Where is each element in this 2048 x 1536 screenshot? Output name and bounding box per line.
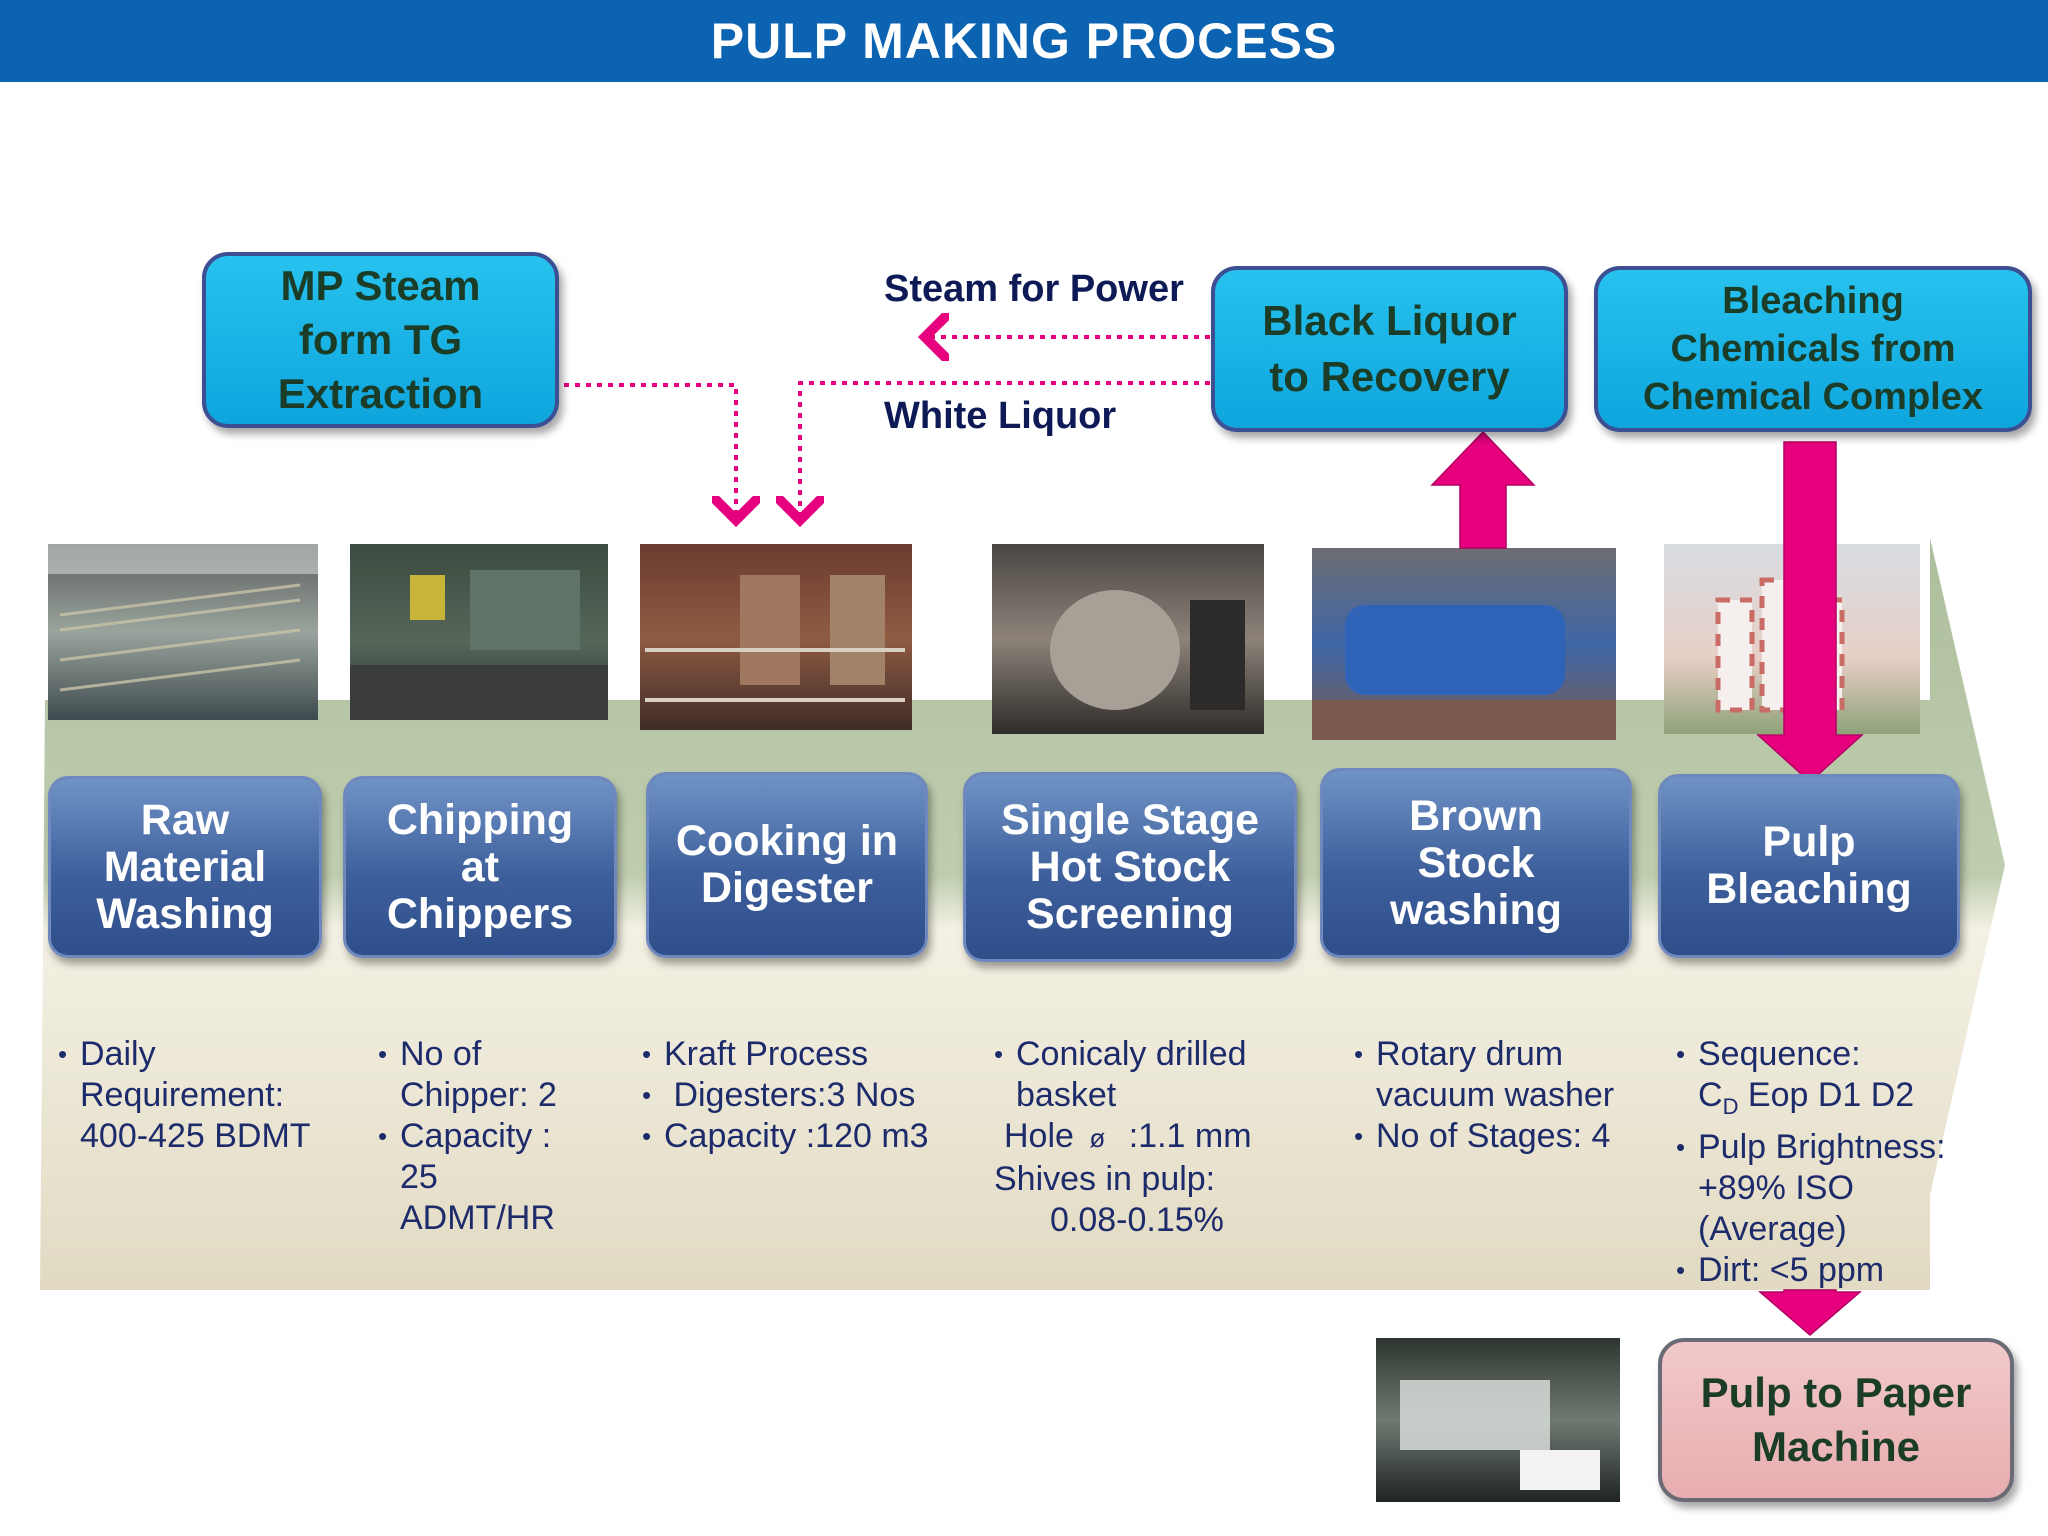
step-label: Brown Stock washing xyxy=(1389,791,1563,934)
title-bar: PULP MAKING PROCESS xyxy=(0,0,2048,82)
bleaching-sequence: CD Eop D1 D2 xyxy=(1698,1076,1915,1119)
step-label: Chipping at Chippers xyxy=(386,795,574,938)
photo-screening xyxy=(992,544,1264,734)
spec-continuation: (Average) xyxy=(1698,1209,1847,1248)
step-chipping: Chipping at Chippers xyxy=(343,776,617,958)
white-liquor-label: White Liquor xyxy=(884,395,1117,437)
spec-item: Daily xyxy=(58,1034,318,1075)
photo-chipping xyxy=(350,544,608,720)
spec-continuation: basket xyxy=(1016,1076,1117,1114)
photo-paper-machine xyxy=(1376,1338,1620,1502)
photo-raw-material-washing xyxy=(48,544,318,720)
bleaching-chemicals-box: Bleaching Chemicals from Chemical Comple… xyxy=(1594,266,2032,432)
photo-digester xyxy=(640,544,912,730)
mp-steam-label: MP Steam form TG Extraction xyxy=(277,262,484,417)
step-label: Single Stage Hot Stock Screening xyxy=(1000,795,1260,938)
spec-item: Pulp Brightness: xyxy=(1676,1127,1976,1168)
specs-screening: Conicaly drilled basket Hole ø :1.1 mm S… xyxy=(994,1034,1304,1241)
specs-washing: Daily Requirement: 400-425 BDMT xyxy=(58,1034,318,1157)
black-liquor-box: Black Liquor to Recovery xyxy=(1211,266,1568,432)
steam-for-power-label: Steam for Power xyxy=(884,268,1184,310)
spec-item: Conicaly drilled xyxy=(994,1034,1304,1075)
spec-item: Digesters:3 Nos xyxy=(642,1075,962,1116)
spec-continuation: Chipper: 2 xyxy=(400,1076,557,1114)
bleaching-chemicals-down-arrow xyxy=(1756,441,1864,784)
spec-item: Dirt: <5 ppm xyxy=(1676,1250,1976,1291)
spec-continuation: 400-425 BDMT xyxy=(80,1117,311,1155)
step-label: Cooking in Digester xyxy=(675,817,899,912)
spec-continuation: +89% ISO xyxy=(1698,1168,1854,1207)
mp-steam-box: MP Steam form TG Extraction xyxy=(202,252,559,428)
spec-continuation: ADMT/HR xyxy=(400,1199,555,1237)
white-liquor-flow-line xyxy=(800,381,1210,520)
specs-chipping: No of Chipper: 2 Capacity : 25 ADMT/HR xyxy=(378,1034,618,1239)
specs-cooking: Kraft Process Digesters:3 Nos Capacity :… xyxy=(642,1034,962,1157)
specs-bleaching: Sequence: CD Eop D1 D2 Pulp Brightness: … xyxy=(1676,1034,1976,1291)
step-pulp-bleaching: Pulp Bleaching xyxy=(1658,774,1960,958)
specs-brown-stock: Rotary drum vacuum washer No of Stages: … xyxy=(1354,1034,1654,1157)
mp-steam-flow-line xyxy=(564,383,736,520)
step-label: Pulp Bleaching xyxy=(1706,818,1912,913)
black-liquor-up-arrow xyxy=(1430,430,1536,549)
spec-continuation: Requirement: xyxy=(80,1076,285,1114)
diameter-symbol: ø xyxy=(1089,1123,1106,1153)
photo-brown-stock-washer xyxy=(1312,548,1616,740)
spec-line: Shives in pulp: xyxy=(994,1160,1216,1198)
step-screening: Single Stage Hot Stock Screening xyxy=(963,772,1297,962)
spec-item: Capacity : xyxy=(378,1116,618,1157)
pulp-to-paper-machine-box: Pulp to Paper Machine xyxy=(1658,1338,2014,1502)
spec-item: Capacity :120 m3 xyxy=(642,1116,962,1157)
step-raw-material-washing: Raw Material Washing xyxy=(48,776,322,958)
spec-item: Kraft Process xyxy=(642,1034,962,1075)
step-label: Raw Material Washing xyxy=(96,795,274,938)
page-title: PULP MAKING PROCESS xyxy=(710,13,1338,69)
step-brown-stock-washing: Brown Stock washing xyxy=(1320,768,1632,958)
spec-item: Sequence: xyxy=(1676,1034,1976,1075)
spec-item: No of xyxy=(378,1034,618,1075)
spec-hole-line: Hole ø :1.1 mm xyxy=(1004,1117,1252,1155)
black-liquor-label: Black Liquor to Recovery xyxy=(1262,297,1517,400)
pulp-to-paper-label: Pulp to Paper Machine xyxy=(1700,1369,1972,1470)
bleaching-chemicals-label: Bleaching Chemicals from Chemical Comple… xyxy=(1643,280,1983,418)
pulp-to-paper-down-arrow xyxy=(1757,1289,1863,1336)
spec-item: No of Stages: 4 xyxy=(1354,1116,1654,1157)
spec-continuation: 25 xyxy=(400,1158,438,1196)
step-cooking: Cooking in Digester xyxy=(646,772,928,958)
spec-continuation: vacuum washer xyxy=(1376,1076,1615,1114)
spec-line: 0.08-0.15% xyxy=(1050,1201,1224,1239)
spec-item: Rotary drum xyxy=(1354,1034,1654,1075)
